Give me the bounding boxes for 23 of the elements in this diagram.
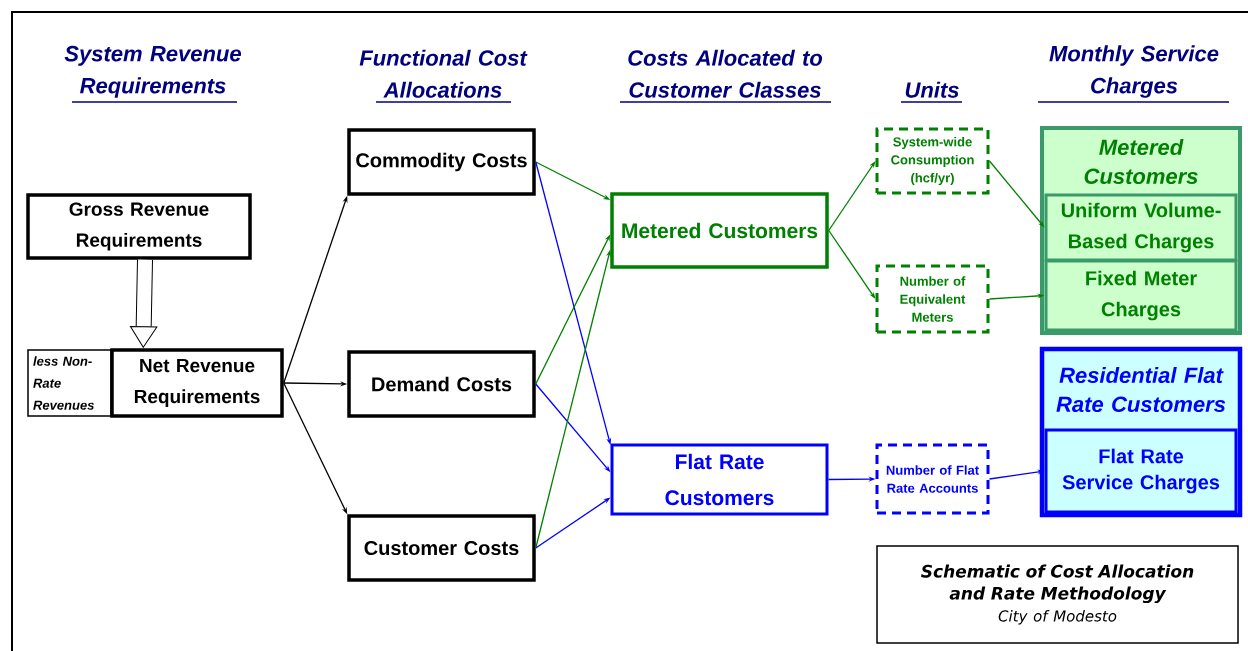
column-heading: Costs Allocated to Customer Classes <box>619 49 832 103</box>
column-heading: Units <box>900 81 963 103</box>
title-box: Schematic of Cost Allocation and Rate Methodology City of Modesto <box>876 545 1239 644</box>
units-box: System-wide Consumption (hcf/yr) <box>875 127 990 195</box>
column-heading: Monthly Service Charges <box>1037 45 1230 103</box>
column-heading: System Revenue Requirements <box>64 45 241 103</box>
process-box: Commodity Costs <box>347 128 536 196</box>
process-box: Customer Costs <box>347 514 536 582</box>
units-box: Number of Flat Rate Accounts <box>875 443 990 515</box>
arrow <box>828 161 876 232</box>
charge-box: Flat Rate Service Charges <box>1044 428 1238 514</box>
process-box: Gross Revenue Requirements <box>26 193 252 260</box>
block-arrow <box>130 259 158 348</box>
units-box: Number of Equivalent Meters <box>875 264 990 334</box>
customer-class-box: Flat Rate Customers <box>610 443 829 516</box>
charge-box: Uniform Volume-Based Charges <box>1044 193 1238 262</box>
process-box: Net Revenue Requirements <box>110 348 284 418</box>
arrow <box>828 229 876 299</box>
customer-class-box: Metered Customers <box>610 192 829 269</box>
column-heading: Functional Cost Allocations <box>359 49 528 103</box>
process-box: Demand Costs <box>347 350 536 418</box>
note-box: less Non-Rate Revenues <box>27 349 112 417</box>
charge-box: Fixed Meter Charges <box>1044 259 1238 332</box>
